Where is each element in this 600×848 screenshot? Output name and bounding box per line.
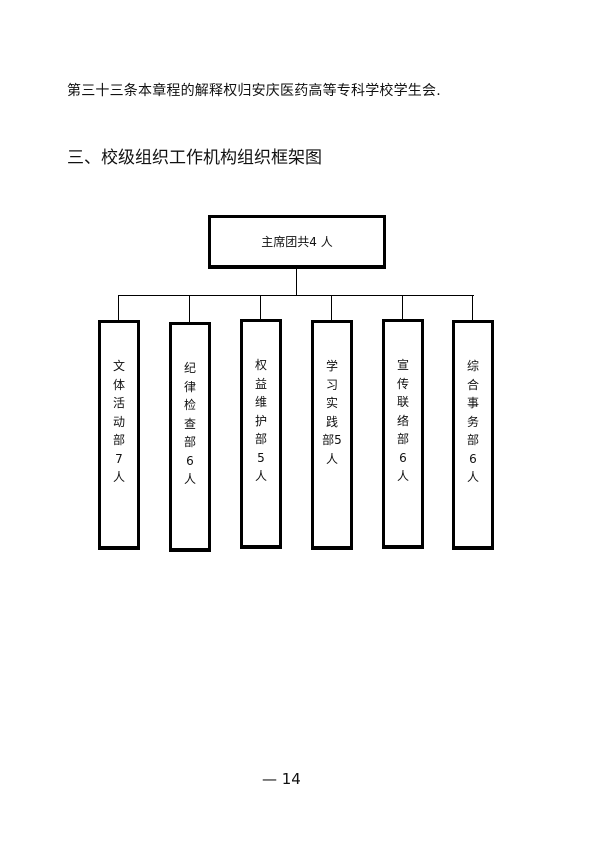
connector-line [472, 295, 473, 320]
connector-line [331, 295, 332, 320]
connector-line [260, 295, 261, 319]
department-box: 权益维护部 5 人 [240, 319, 282, 549]
department-label-char: 人 [466, 470, 479, 484]
department-box: 文体活动部 7 人 [98, 320, 140, 550]
department-label-char: 学 [325, 359, 338, 373]
department-label-char: 宣 [396, 358, 409, 372]
department-label-char: 部 [112, 433, 125, 447]
department-label-char: 人 [325, 451, 338, 466]
connector-line [119, 295, 474, 296]
department-label-char: 部 [183, 435, 196, 449]
connector-line [296, 268, 297, 295]
department-label-char: 部5 [322, 433, 342, 447]
department-label-char: 权 [254, 358, 267, 372]
department-label-char: 人 [396, 469, 409, 483]
department-label-char: 人 [254, 469, 267, 483]
department-label-char: 6 [186, 453, 194, 468]
department-label-char: 人 [112, 470, 125, 484]
department-label-char: 文 [112, 359, 125, 373]
department-label-char: 7 [115, 451, 123, 466]
department-label-char: 5 [257, 450, 265, 465]
department-label-char: 纪 [183, 361, 196, 375]
department-label-char: 检 [183, 398, 196, 412]
department-label-char: 实 [325, 396, 338, 410]
section-heading: 三、校级组织工作机构组织框架图 [67, 148, 322, 168]
connector-line [402, 295, 403, 319]
page-number: — 14 [262, 770, 301, 788]
department-label-char: 联 [396, 395, 409, 409]
department-label-char: 维 [254, 395, 267, 409]
org-root-box: 主席团共4 人 [208, 215, 386, 269]
connector-line [118, 295, 119, 320]
department-label-char: 律 [183, 379, 196, 394]
department-label-char: 护 [254, 413, 267, 428]
department-label-char: 合 [466, 377, 479, 392]
department-label-char: 体 [112, 377, 125, 392]
connector-line [189, 295, 190, 322]
department-label-char: 络 [396, 413, 409, 428]
department-label-char: 部 [396, 432, 409, 446]
department-box: 纪律检查部 6 人 [169, 322, 211, 552]
department-box: 学习实践部5 人 [311, 320, 353, 550]
department-label-char: 践 [325, 414, 338, 429]
department-label-char: 益 [254, 376, 267, 391]
department-label-char: 传 [396, 376, 409, 391]
department-box: 宣传联络部 6 人 [382, 319, 424, 549]
department-label-char: 部 [254, 432, 267, 446]
paragraph-article-33: 第三十三条本章程的解释权归安庆医药高等专科学校学生会. [67, 83, 441, 99]
department-label-char: 查 [183, 416, 196, 431]
department-label-char: 活 [112, 396, 125, 410]
department-label-char: 人 [183, 472, 196, 486]
department-label-char: 动 [112, 414, 125, 429]
department-label-char: 务 [466, 414, 479, 429]
department-label-char: 6 [399, 450, 407, 465]
department-label-char: 6 [469, 451, 477, 466]
department-label-char: 习 [325, 377, 338, 392]
department-box: 综合事务部 6 人 [452, 320, 494, 550]
department-label-char: 事 [466, 396, 479, 410]
department-label-char: 综 [466, 359, 479, 373]
org-root-label: 主席团共4 人 [261, 235, 333, 249]
department-label-char: 部 [466, 433, 479, 447]
